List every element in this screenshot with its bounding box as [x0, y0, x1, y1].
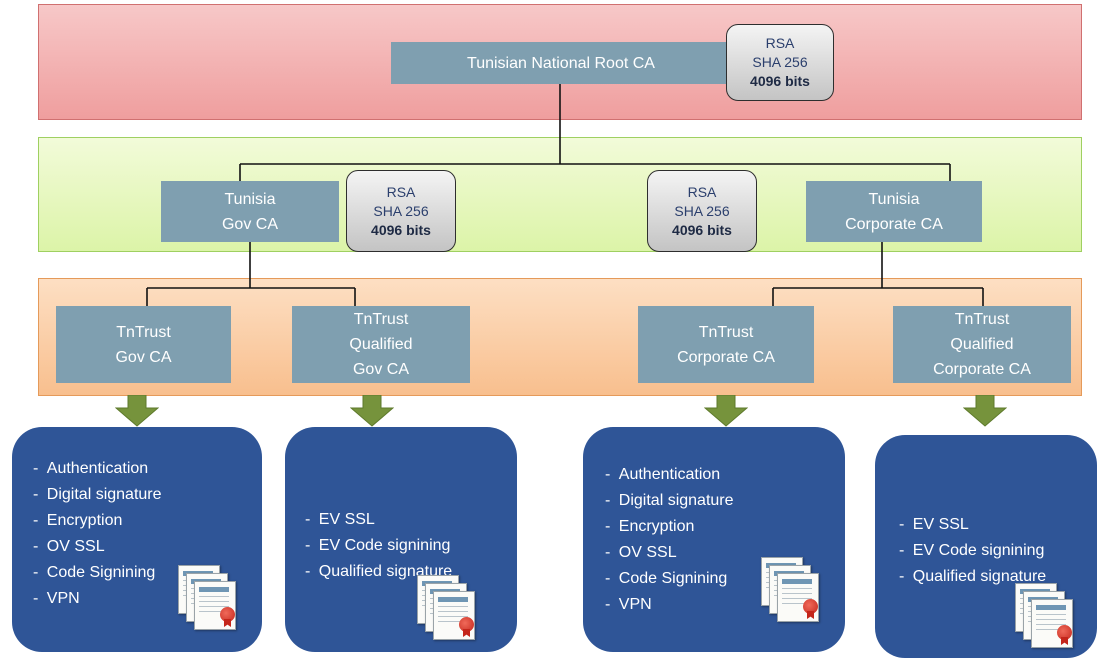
- list-item: - Digital signature: [33, 486, 162, 503]
- gov-ca-usage-box: - Authentication - Digital signature - E…: [12, 427, 262, 652]
- tntrust-gov-ca-box: TnTrust Gov CA: [56, 306, 231, 383]
- usage-list: - Authentication - Digital signature - E…: [583, 427, 845, 618]
- qualified-corporate-ca-usage-box: - EV SSL - EV Code signining - Qualified…: [875, 435, 1097, 658]
- usage-list: - EV SSL - EV Code signining - Qualified…: [875, 435, 1097, 590]
- down-arrow-icon: [115, 395, 159, 427]
- list-item: - EV Code signining: [899, 542, 1045, 559]
- corporate-ca-box: Tunisia Corporate CA: [806, 181, 982, 242]
- list-item: - Code Signining: [33, 564, 156, 581]
- gov-algorithm-badge: RSA SHA 256 4096 bits: [346, 170, 456, 252]
- down-arrow-icon: [963, 395, 1007, 427]
- list-item: - OV SSL: [605, 544, 677, 561]
- certificate-stack-icon: [1015, 583, 1085, 653]
- list-item: - EV SSL: [305, 511, 375, 528]
- qualified-gov-ca-usage-box: - EV SSL - EV Code signining - Qualified…: [285, 427, 517, 652]
- list-item: - Code Signining: [605, 570, 728, 587]
- list-item: - Encryption: [605, 518, 695, 535]
- tntrust-qualified-gov-ca-box: TnTrust Qualified Gov CA: [292, 306, 470, 383]
- list-item: - OV SSL: [33, 538, 105, 555]
- certificate-stack-icon: [178, 565, 248, 635]
- certificate-stack-icon: [417, 575, 487, 645]
- list-item: - Encryption: [33, 512, 123, 529]
- root-ca-label: Tunisian National Root CA: [467, 54, 655, 72]
- root-algorithm-badge: RSA SHA 256 4096 bits: [726, 24, 834, 101]
- list-item: - Authentication: [605, 466, 721, 483]
- corporate-algorithm-badge: RSA SHA 256 4096 bits: [647, 170, 757, 252]
- usage-list: - EV SSL - EV Code signining - Qualified…: [285, 427, 517, 585]
- usage-list: - Authentication - Digital signature - E…: [12, 427, 262, 612]
- down-arrow-icon: [350, 395, 394, 427]
- certificate-stack-icon: [761, 557, 831, 627]
- corporate-ca-usage-box: - Authentication - Digital signature - E…: [583, 427, 845, 652]
- list-item: - Qualified signature: [899, 568, 1047, 585]
- gov-ca-box: Tunisia Gov CA: [161, 181, 339, 242]
- list-item: - Authentication: [33, 460, 149, 477]
- list-item: - EV Code signining: [305, 537, 451, 554]
- tntrust-corporate-ca-box: TnTrust Corporate CA: [638, 306, 814, 383]
- root-ca-box: Tunisian National Root CA: [391, 42, 731, 84]
- list-item: - VPN: [605, 596, 652, 613]
- list-item: - EV SSL: [899, 516, 969, 533]
- tntrust-qualified-corporate-ca-box: TnTrust Qualified Corporate CA: [893, 306, 1071, 383]
- list-item: - Digital signature: [605, 492, 734, 509]
- down-arrow-icon: [704, 395, 748, 427]
- list-item: - VPN: [33, 590, 80, 607]
